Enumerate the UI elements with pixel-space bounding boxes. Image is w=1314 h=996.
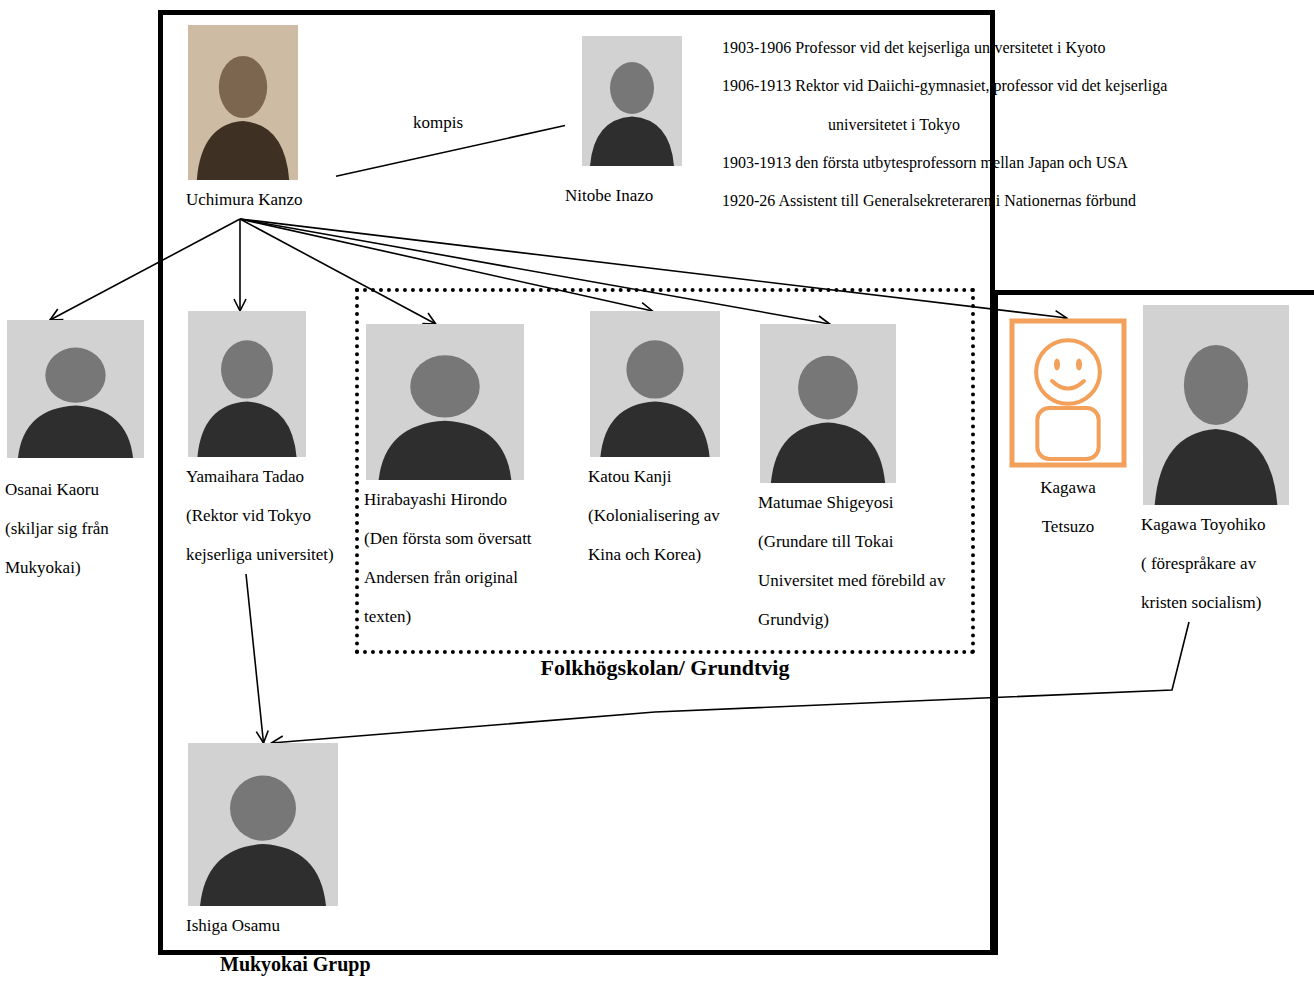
bio-line: 1920-26 Assistent till Generalsekreterar… xyxy=(722,182,1302,221)
photo-shoulders xyxy=(379,421,512,480)
person-note: (Rektor vid Tokyo kejserliga universitet… xyxy=(186,496,336,574)
portrait-photo xyxy=(590,311,720,457)
avatar-icon xyxy=(1009,318,1127,468)
person-card: Osanai Kaoru(skiljar sig från Mukyokai) xyxy=(5,320,155,587)
bio-line: 1903-1906 Professor vid det kejserliga u… xyxy=(722,29,1302,68)
icon-frame xyxy=(1012,321,1124,465)
person-card: Kagawa Tetsuzo xyxy=(1008,318,1128,546)
connector xyxy=(240,219,830,324)
person-name: Nitobe Inazo xyxy=(565,176,690,215)
person-name: Uchimura Kanzo xyxy=(186,180,336,219)
photo-ground xyxy=(366,324,524,480)
person-card: Kagawa Toyohiko( förespråkare av kristen… xyxy=(1141,305,1301,622)
person-name: Katou Kanji xyxy=(588,457,738,496)
person-name: Ishiga Osamu xyxy=(186,906,341,945)
photo-head xyxy=(1184,345,1248,425)
photo-shoulders xyxy=(200,844,326,906)
person-note: ( förespråkare av kristen socialism) xyxy=(1141,544,1301,622)
person-card: Matumae Shigeyosi(Grundare till Tokai Un… xyxy=(758,324,963,639)
photo-shoulders xyxy=(197,402,296,457)
connector xyxy=(246,574,264,743)
group-box: Mukyokai GruppUchimura KanzoNitobe Inazo… xyxy=(158,10,995,955)
connector-label: kompis xyxy=(410,112,466,134)
photo-shoulders xyxy=(197,121,289,180)
person-note: (Kolonialisering av Kina och Korea) xyxy=(588,496,738,574)
photo-head xyxy=(610,62,654,114)
bio-line: 1903-1913 den första utbytesprofessorn m… xyxy=(722,144,1302,183)
person-name: Yamaihara Tadao xyxy=(186,457,336,496)
photo-head xyxy=(626,340,683,398)
icon-eye xyxy=(1076,359,1082,371)
photo-shoulders xyxy=(771,423,885,483)
person-name: Kagawa Toyohiko xyxy=(1141,505,1301,544)
group-box: Folkhögskolan/ GrundtvigHirabayashi Hiro… xyxy=(355,288,975,654)
photo-ground xyxy=(7,320,144,458)
photo-head xyxy=(798,356,858,420)
person-card: Katou Kanji(Kolonialisering av Kina och … xyxy=(588,311,738,574)
person-note: (Grundare till Tokai Universitet med för… xyxy=(758,522,963,639)
person-note: (skiljar sig från Mukyokai) xyxy=(5,509,155,587)
portrait-photo xyxy=(760,324,896,483)
photo-ground xyxy=(1143,305,1289,505)
icon-face xyxy=(1036,340,1100,404)
icon-body xyxy=(1037,408,1098,459)
photo-head xyxy=(410,355,480,417)
photo-shoulders xyxy=(18,406,133,458)
bio-line: 1906-1913 Rektor vid Daiichi-gymnasiet, … xyxy=(722,67,1222,144)
photo-ground xyxy=(590,311,720,457)
photo-ground xyxy=(188,25,298,180)
portrait-photo xyxy=(188,743,338,906)
icon-eye xyxy=(1054,359,1060,371)
photo-ground xyxy=(582,36,682,166)
photo-head xyxy=(221,340,273,398)
person-card: Nitobe Inazo xyxy=(565,36,690,215)
photo-head xyxy=(230,776,296,841)
photo-shoulders xyxy=(600,402,709,457)
person-note: (Den första som översatt Andersen från o… xyxy=(364,519,569,636)
portrait-photo xyxy=(188,25,298,180)
person-name: Osanai Kaoru xyxy=(5,470,155,509)
connector xyxy=(240,219,653,311)
person-name: Hirabayashi Hirondo xyxy=(364,480,569,519)
portrait-photo xyxy=(1143,305,1289,505)
portrait-photo xyxy=(582,36,682,166)
photo-head xyxy=(219,56,267,118)
person-card: Uchimura Kanzo xyxy=(186,25,336,219)
group-title: Mukyokai Grupp xyxy=(220,951,371,977)
connector xyxy=(239,219,241,311)
person-card: Ishiga Osamu xyxy=(186,743,341,945)
photo-ground xyxy=(188,311,306,457)
person-card: Hirabayashi Hirondo(Den första som övers… xyxy=(364,324,569,636)
photo-ground xyxy=(188,743,338,906)
photo-shoulders xyxy=(590,117,674,166)
photo-ground xyxy=(760,324,896,483)
person-name: Kagawa Tetsuzo xyxy=(1022,468,1114,546)
group-title: Folkhögskolan/ Grundtvig xyxy=(359,654,971,683)
connector xyxy=(240,219,436,324)
portrait-photo xyxy=(366,324,524,480)
portrait-photo xyxy=(188,311,306,457)
connector xyxy=(240,219,1067,318)
person-name: Matumae Shigeyosi xyxy=(758,483,963,522)
icon-smile xyxy=(1052,381,1084,389)
photo-shoulders xyxy=(1155,429,1278,505)
connector xyxy=(50,219,240,320)
person-card: Yamaihara Tadao(Rektor vid Tokyo kejserl… xyxy=(186,311,336,574)
connector xyxy=(271,622,1189,743)
group-box: Kagawa Tetsuzo Kagawa Toyohiko( förespråk… xyxy=(993,290,1314,955)
portrait-photo xyxy=(7,320,144,458)
photo-head xyxy=(45,348,105,403)
